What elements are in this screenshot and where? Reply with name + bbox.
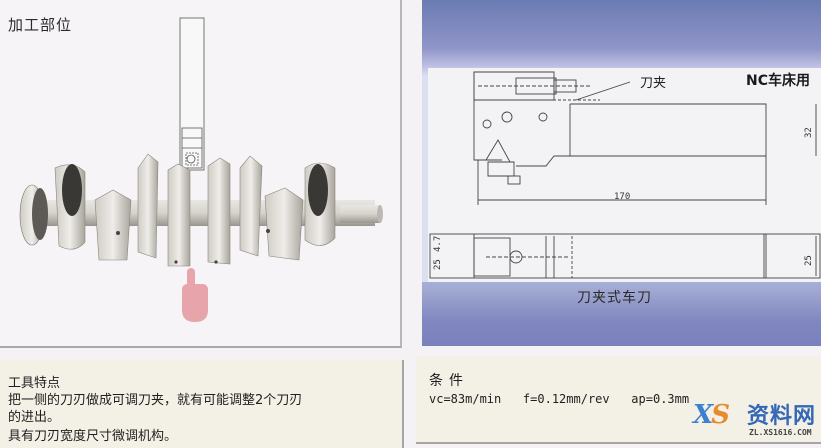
- feature-line: 具有刀刃宽度尺寸微调机构。: [8, 429, 178, 444]
- tool-features-title: 工具特点: [8, 376, 61, 391]
- watermark-url: ZL.XS1616.COM: [749, 428, 812, 437]
- dimension-width: 25: [804, 255, 814, 266]
- holder-label: 刀夹: [640, 76, 667, 91]
- usage-label: NC车床用: [746, 73, 810, 89]
- conditions-values: vc=83m/min f=0.12mm/rev ap=0.3mm: [429, 392, 690, 406]
- watermark-name: 资料网: [747, 404, 817, 429]
- dimension-length: 170: [614, 192, 631, 202]
- dimension-offset-a: 25: [433, 259, 443, 270]
- pointing-hand-icon: [182, 268, 208, 322]
- watermark: XS 资料网 ZL.XS1616.COM: [693, 398, 821, 444]
- tool-features-panel: 工具特点 把一侧的刀刃做成可调刀夹，就有可能调整2个刀刃 的进出。 具有刀刃宽度…: [0, 360, 404, 448]
- tool-shank-drawing: [179, 17, 205, 171]
- dimension-height: 32: [804, 127, 814, 138]
- machining-part-title: 加工部位: [8, 16, 73, 34]
- caption-band: [422, 282, 821, 346]
- feature-line: 的进出。: [8, 410, 61, 425]
- machining-part-panel: 加工部位: [0, 0, 402, 348]
- tool-type-caption: 刀夹式车刀: [577, 290, 652, 306]
- crankshaft-image: [19, 17, 383, 322]
- dimension-offset-b: 4.7: [433, 235, 443, 252]
- conditions-panel: 条件 vc=83m/min f=0.12mm/rev ap=0.3mm: [416, 356, 821, 444]
- conditions-title: 条件: [429, 373, 469, 389]
- feature-line: 把一侧的刀刃做成可调刀夹，就有可能调整2个刀刃: [8, 393, 303, 408]
- watermark-logo-icon: XS: [693, 400, 730, 430]
